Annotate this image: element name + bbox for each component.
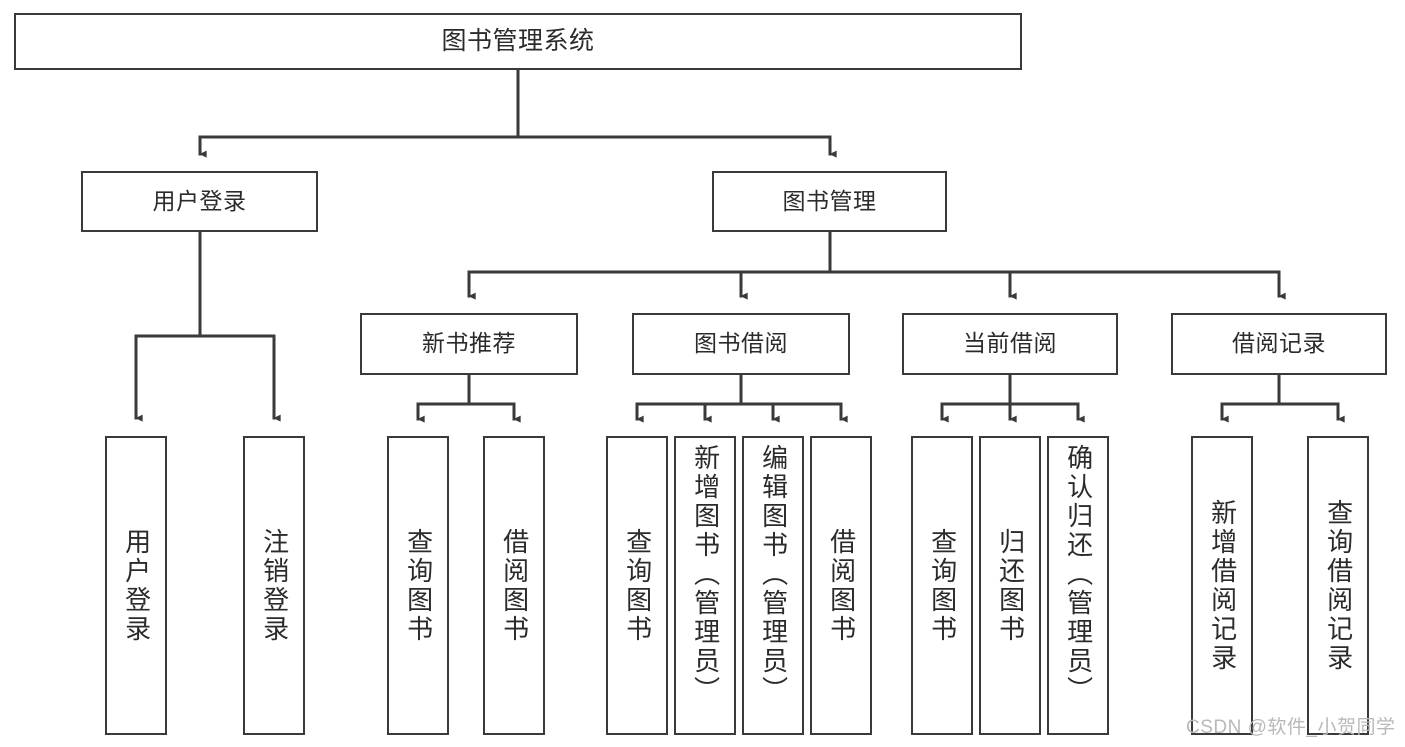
node-leaf-edit-book-label: 编辑图书（管理员） <box>758 444 789 705</box>
node-leaf-borrow-book-1-label: 借阅图书 <box>499 527 530 644</box>
node-leaf-query-book-2-label: 查询图书 <box>622 527 653 644</box>
node-leaf-query-book-3-label: 查询图书 <box>927 527 958 644</box>
node-root[interactable]: 图书管理系统 <box>14 13 1022 70</box>
node-root-label: 图书管理系统 <box>441 26 595 55</box>
node-user-login[interactable]: 用户登录 <box>81 171 318 232</box>
node-leaf-confirm-return-label: 确认归还（管理员） <box>1063 444 1094 705</box>
node-leaf-query-book-3[interactable]: 查询图书 <box>911 436 973 735</box>
node-leaf-query-book-1-label: 查询图书 <box>403 527 434 644</box>
node-book-manage-label: 图书管理 <box>782 187 877 214</box>
watermark-text: CSDN @软件_小贺同学 <box>1186 717 1396 738</box>
node-current-borrow-label: 当前借阅 <box>963 330 1057 357</box>
node-leaf-add-record-label: 新增借阅记录 <box>1207 498 1238 673</box>
node-leaf-edit-book[interactable]: 编辑图书（管理员） <box>742 436 804 735</box>
node-leaf-confirm-return[interactable]: 确认归还（管理员） <box>1047 436 1109 735</box>
node-leaf-query-record-label: 查询借阅记录 <box>1323 498 1354 673</box>
node-book-borrow[interactable]: 图书借阅 <box>632 313 850 375</box>
node-borrow-record-label: 借阅记录 <box>1232 330 1326 357</box>
node-book-manage[interactable]: 图书管理 <box>712 171 947 232</box>
node-leaf-query-book-1[interactable]: 查询图书 <box>387 436 449 735</box>
node-leaf-borrow-book-2[interactable]: 借阅图书 <box>810 436 872 735</box>
node-leaf-add-record[interactable]: 新增借阅记录 <box>1191 436 1253 735</box>
node-leaf-logout-login-label: 注销登录 <box>259 527 290 644</box>
node-leaf-add-book[interactable]: 新增图书（管理员） <box>674 436 736 735</box>
node-leaf-query-book-2[interactable]: 查询图书 <box>606 436 668 735</box>
node-leaf-user-login-label: 用户登录 <box>121 527 152 644</box>
node-book-borrow-label: 图书借阅 <box>694 330 788 357</box>
node-leaf-return-book-label: 归还图书 <box>995 527 1026 644</box>
node-new-book-recommend[interactable]: 新书推荐 <box>360 313 578 375</box>
node-new-book-recommend-label: 新书推荐 <box>422 330 516 357</box>
node-user-login-label: 用户登录 <box>152 187 247 214</box>
node-leaf-user-login[interactable]: 用户登录 <box>105 436 167 735</box>
node-current-borrow[interactable]: 当前借阅 <box>902 313 1118 375</box>
node-borrow-record[interactable]: 借阅记录 <box>1171 313 1387 375</box>
node-leaf-logout-login[interactable]: 注销登录 <box>243 436 305 735</box>
node-leaf-borrow-book-1[interactable]: 借阅图书 <box>483 436 545 735</box>
node-leaf-query-record[interactable]: 查询借阅记录 <box>1307 436 1369 735</box>
node-leaf-borrow-book-2-label: 借阅图书 <box>826 527 857 644</box>
node-leaf-return-book[interactable]: 归还图书 <box>979 436 1041 735</box>
node-leaf-add-book-label: 新增图书（管理员） <box>690 444 721 705</box>
